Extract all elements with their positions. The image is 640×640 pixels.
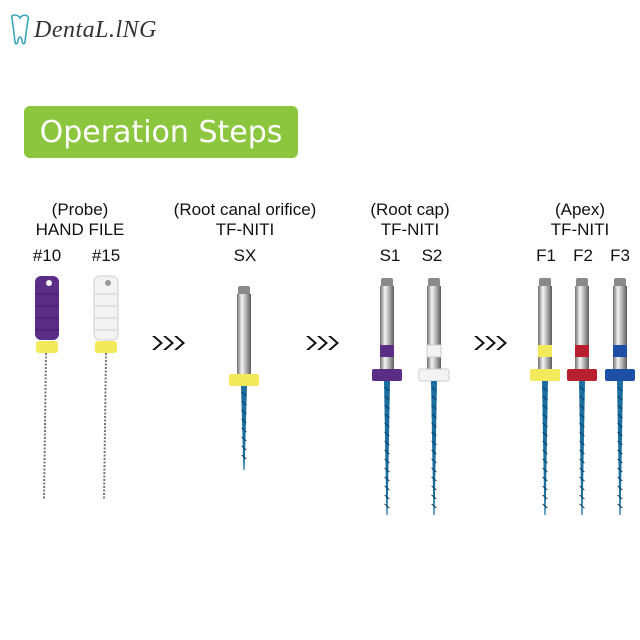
step-note: (Apex) xyxy=(554,200,606,219)
tooth-icon xyxy=(10,14,30,45)
step-orifice-label: (Root canal orifice) TF-NITI xyxy=(150,200,340,240)
file-code-10: #10 xyxy=(32,246,62,265)
step-arrows xyxy=(152,336,507,350)
arrow-icon xyxy=(306,336,339,350)
step-instrument: TF-NITI xyxy=(550,220,610,239)
hand-file-10 xyxy=(35,276,59,501)
rotary-file-f2 xyxy=(567,278,597,515)
rotary-file-s1 xyxy=(372,278,402,515)
step-instrument: TF-NITI xyxy=(215,220,275,239)
step-instrument: TF-NITI xyxy=(380,220,440,239)
rotary-file-sx xyxy=(229,286,259,470)
step-root-cap-label: (Root cap) TF-NITI xyxy=(355,200,465,240)
file-code-f3: F3 xyxy=(610,246,630,265)
operation-steps-banner: Operation Steps xyxy=(24,106,298,158)
file-code-f2: F2 xyxy=(573,246,593,265)
arrow-icon xyxy=(152,336,185,350)
banner-title: Operation Steps xyxy=(39,114,283,150)
brand-name: DentaL.lNG xyxy=(34,16,158,43)
rotary-file-f3 xyxy=(605,278,635,515)
file-code-sx: SX xyxy=(233,246,257,265)
file-code-15: #15 xyxy=(91,246,121,265)
brand-logo: DentaL.lNG xyxy=(8,10,157,50)
rotary-file-s2 xyxy=(418,278,450,515)
step-note: (Root canal orifice) xyxy=(173,200,317,219)
file-code-f1: F1 xyxy=(536,246,556,265)
step-probe-label: (Probe) HAND FILE xyxy=(20,200,140,240)
step-note: (Probe) xyxy=(51,200,109,219)
arrow-icon xyxy=(474,336,507,350)
step-note: (Root cap) xyxy=(370,200,450,219)
step-instrument: HAND FILE xyxy=(35,220,125,239)
step-apex-label: (Apex) TF-NITI xyxy=(525,200,635,240)
file-code-s2: S2 xyxy=(421,246,443,265)
hand-file-15 xyxy=(93,275,119,501)
rotary-file-f1 xyxy=(530,278,560,515)
file-code-s1: S1 xyxy=(379,246,401,265)
